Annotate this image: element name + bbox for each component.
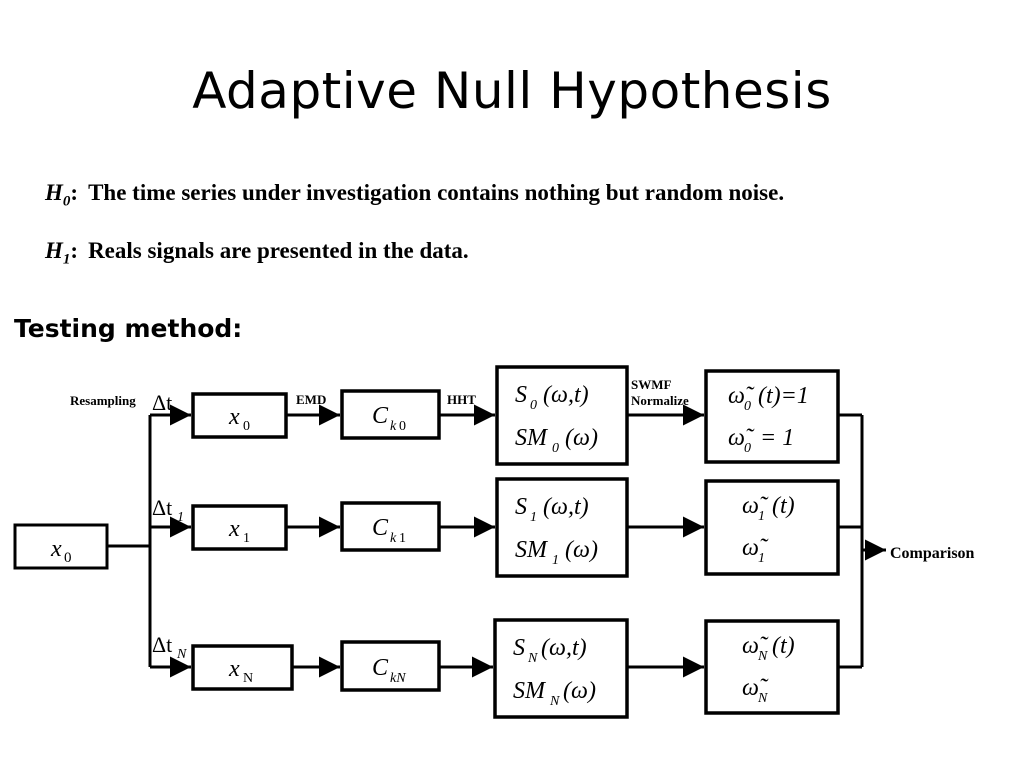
sample-subscript: N	[243, 671, 253, 686]
sample-symbol: x	[228, 516, 240, 542]
imf-subscript-index: k	[390, 531, 397, 546]
page-title: Adaptive Null Hypothesis	[192, 62, 832, 120]
marginal-spectrum-symbol: SM	[515, 425, 549, 451]
hypothesis-letter: H	[45, 238, 63, 263]
imf-symbol: C	[372, 515, 389, 541]
hypothesis-symbol: H1	[45, 238, 70, 268]
imf-subscript-value: 1	[399, 531, 406, 546]
marginal-spectrum-args: (ω)	[565, 537, 598, 563]
hypothesis-letter: H	[45, 180, 63, 205]
normalize-label: Normalize	[631, 393, 689, 408]
omega-subscript: 1	[758, 551, 765, 566]
hypothesis-symbol: H0	[45, 180, 70, 210]
spectrum-args: (ω,t)	[543, 382, 589, 408]
comparison-label: Comparison	[890, 545, 975, 562]
connectors	[107, 413, 886, 669]
imf-symbol: C	[372, 403, 389, 429]
emd-label: EMD	[296, 392, 326, 407]
input-box: x 0	[13, 523, 109, 570]
hypothesis-subscript: 0	[62, 193, 71, 210]
marginal-spectrum-args: (ω)	[563, 678, 596, 704]
sample-subscript: 0	[243, 419, 250, 434]
marginal-spectrum-symbol: SM	[515, 537, 549, 563]
spectrum-box	[495, 365, 629, 466]
delta-t-subscript: 1	[177, 510, 184, 525]
marginal-spectrum-subscript: 1	[552, 553, 559, 568]
imf-box	[340, 640, 441, 692]
spectrum-subscript: 1	[530, 510, 537, 525]
marginal-spectrum-subscript: 0	[552, 441, 559, 456]
spectrum-args: (ω,t)	[541, 635, 587, 661]
spectrum-args: (ω,t)	[543, 494, 589, 520]
normalized-box	[704, 619, 840, 715]
omega-subscript: 0	[744, 399, 751, 414]
sample-subscript: 1	[243, 531, 250, 546]
sample-symbol: x	[228, 656, 240, 682]
omega-args: = 1	[760, 425, 794, 451]
delta-t-label: Δt	[152, 632, 172, 657]
omega-subscript: N	[757, 649, 768, 664]
delta-t-label: Δt	[152, 495, 172, 520]
input-symbol: x	[50, 536, 62, 562]
spectrum-symbol: S	[513, 635, 525, 661]
omega-args: (t)	[772, 493, 795, 519]
omega-subscript: 0	[744, 441, 751, 456]
omega-subscript: N	[757, 691, 768, 706]
hypothesis-text: The time series under investigation cont…	[88, 180, 785, 205]
marginal-spectrum-symbol: SM	[513, 678, 547, 704]
hypothesis-subscript: 1	[62, 251, 71, 268]
spectrum-subscript: N	[527, 651, 538, 666]
hht-label: HHT	[447, 392, 476, 407]
spectrum-box	[495, 477, 629, 578]
marginal-spectrum-subscript: N	[549, 694, 560, 709]
spectrum-box	[493, 618, 629, 719]
imf-subscript-index: kN	[390, 671, 406, 686]
sample-symbol: x	[228, 404, 240, 430]
omega-subscript: 1	[758, 509, 765, 524]
imf-subscript-value: 0	[399, 419, 406, 434]
swmf-label: SWMF	[631, 377, 672, 392]
hypothesis-h0: H0:The time series under investigation c…	[45, 180, 785, 210]
normalized-box	[704, 369, 840, 464]
imf-symbol: C	[372, 655, 389, 681]
imf-subscript-index: k	[390, 419, 397, 434]
normalized-box	[704, 479, 840, 576]
hypothesis-h1: H1:Reals signals are presented in the da…	[45, 238, 469, 268]
spectrum-symbol: S	[515, 494, 527, 520]
spectrum-symbol: S	[515, 382, 527, 408]
delta-t-label: Δt	[152, 390, 172, 415]
marginal-spectrum-args: (ω)	[565, 425, 598, 451]
testing-method-label: Testing method:	[14, 314, 243, 343]
spectrum-subscript: 0	[530, 398, 537, 413]
omega-args: (t)=1	[758, 383, 809, 409]
delta-t-subscript: N	[176, 647, 187, 662]
resampling-label: Resampling	[70, 393, 136, 408]
omega-args: (t)	[772, 633, 795, 659]
input-subscript: 0	[64, 550, 72, 566]
hypothesis-text: Reals signals are presented in the data.	[88, 238, 469, 263]
